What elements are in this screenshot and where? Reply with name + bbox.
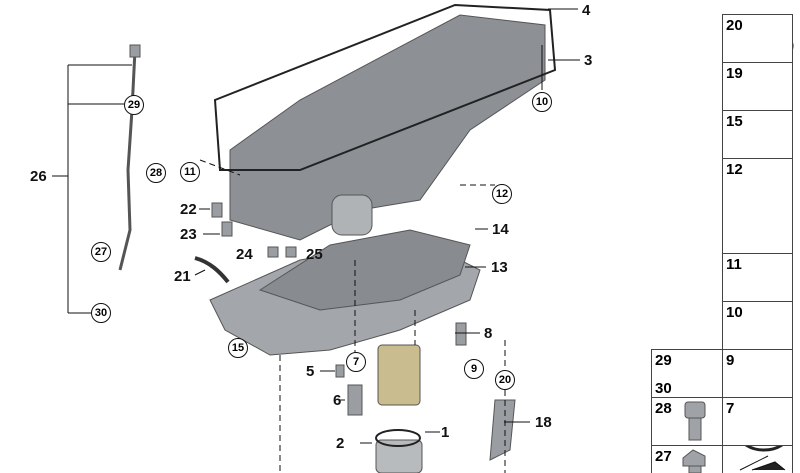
table-cell-7[interactable]: 7 bbox=[722, 397, 793, 446]
filter-o-ring bbox=[375, 429, 421, 447]
cell-label: 11 bbox=[726, 256, 742, 273]
cell-label: 30 bbox=[655, 380, 672, 397]
table-cell-10[interactable]: 10 bbox=[722, 301, 793, 350]
oil-filter-housing bbox=[331, 194, 373, 236]
cell-label: 20 bbox=[726, 17, 743, 34]
baffle bbox=[258, 229, 471, 311]
cell-label: 27 bbox=[655, 448, 672, 465]
callout-1[interactable]: 1 bbox=[441, 424, 450, 441]
oil-pan-gasket bbox=[213, 3, 557, 171]
callout-22[interactable]: 22 bbox=[180, 201, 197, 218]
table-cell-28[interactable]: 28 bbox=[651, 397, 723, 446]
callout-10[interactable]: 10 bbox=[532, 92, 552, 112]
dipstick bbox=[118, 49, 137, 271]
callout-8[interactable]: 8 bbox=[484, 325, 493, 342]
callout-28[interactable]: 28 bbox=[146, 163, 166, 183]
callout-29[interactable]: 29 bbox=[124, 95, 144, 115]
table-cell-15[interactable]: 15 bbox=[722, 110, 793, 159]
table-cell-27[interactable]: 27 bbox=[651, 445, 723, 473]
callout-12[interactable]: 12 bbox=[492, 184, 512, 204]
filter-cap bbox=[375, 439, 423, 473]
table-cell-29-30[interactable]: 29 30 bbox=[651, 349, 723, 398]
cell-label: 29 bbox=[655, 352, 672, 369]
callout-3[interactable]: 3 bbox=[584, 52, 593, 69]
cell-label: 9 bbox=[726, 352, 735, 369]
oil-filter bbox=[377, 344, 421, 406]
cell-label: 28 bbox=[655, 400, 672, 417]
callout-13[interactable]: 13 bbox=[491, 259, 508, 276]
callout-5[interactable]: 5 bbox=[306, 363, 315, 380]
callout-18[interactable]: 18 bbox=[535, 414, 552, 431]
callout-30[interactable]: 30 bbox=[91, 303, 111, 323]
callout-24[interactable]: 24 bbox=[236, 246, 253, 263]
callout-11[interactable]: 11 bbox=[180, 162, 200, 182]
table-cell-19[interactable]: 19 bbox=[722, 62, 793, 111]
table-cell-9[interactable]: 9 bbox=[722, 349, 793, 398]
callout-15[interactable]: 15 bbox=[228, 338, 248, 358]
table-cell-11[interactable]: 11 bbox=[722, 253, 793, 302]
table-cell-20[interactable]: 20 bbox=[722, 14, 793, 63]
callout-4[interactable]: 4 bbox=[582, 2, 591, 19]
callout-21[interactable]: 21 bbox=[174, 268, 191, 285]
cell-label: 7 bbox=[726, 400, 735, 417]
cell-label: 10 bbox=[726, 304, 743, 321]
table-cell-12[interactable]: 12 bbox=[722, 158, 793, 254]
callout-7[interactable]: 7 bbox=[346, 352, 366, 372]
cell-label: 12 bbox=[726, 161, 743, 178]
callout-26[interactable]: 26 bbox=[30, 168, 47, 185]
cell-label: 19 bbox=[726, 65, 743, 82]
table-cell-arrow bbox=[722, 445, 793, 473]
callout-23[interactable]: 23 bbox=[180, 226, 197, 243]
cell-label: 15 bbox=[726, 113, 743, 130]
callout-25[interactable]: 25 bbox=[306, 246, 323, 263]
callout-2[interactable]: 2 bbox=[336, 435, 345, 452]
callout-14[interactable]: 14 bbox=[492, 221, 509, 238]
callout-27[interactable]: 27 bbox=[91, 242, 111, 262]
callout-20[interactable]: 20 bbox=[495, 370, 515, 390]
callout-9[interactable]: 9 bbox=[464, 359, 484, 379]
upper-oil-pan bbox=[229, 14, 546, 241]
callout-6[interactable]: 6 bbox=[333, 392, 342, 409]
